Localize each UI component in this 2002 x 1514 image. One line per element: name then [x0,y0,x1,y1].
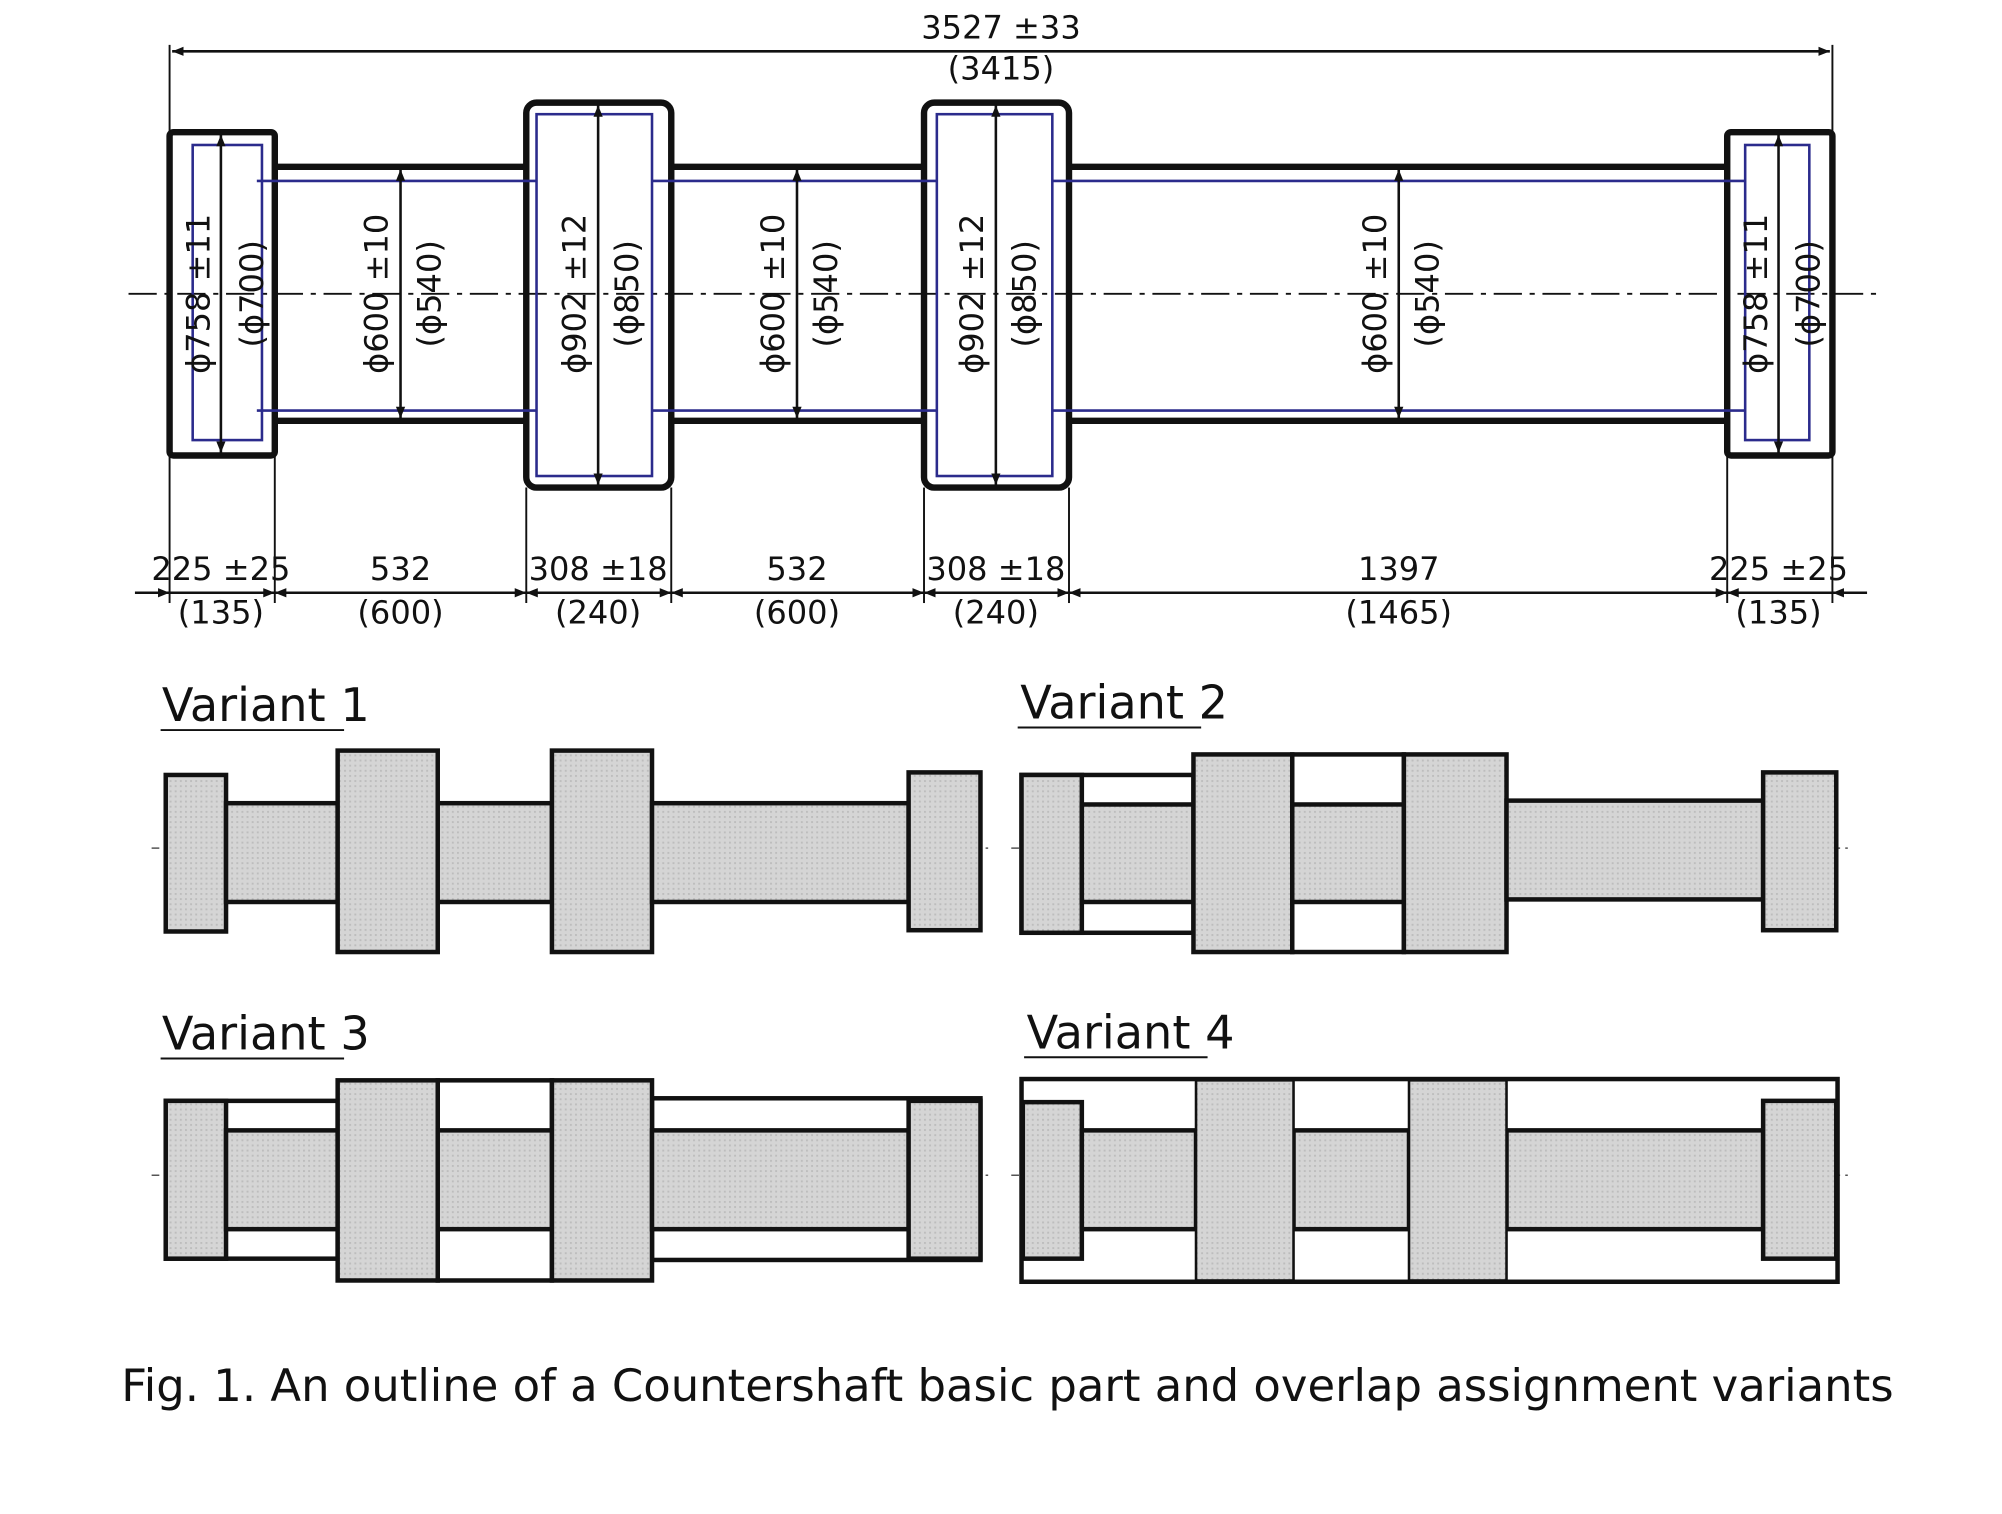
variant-label: Variant 4 [1027,1005,1235,1059]
length-label: 532 [370,550,431,588]
length-sub-label: (240) [555,594,641,632]
length-sub-label: (1465) [1345,594,1452,632]
diameter-arrows [216,105,1784,485]
variant-1: Variant 1 [151,678,989,955]
length-sub-label: (135) [1735,594,1821,632]
overall-dimension: 3527 ±33 (3415) [168,8,1834,133]
length-sub-label: (600) [357,594,443,632]
diam-label: ϕ600 ±10 [358,214,396,374]
length-label: 225 ±25 [151,550,290,588]
length-dimensions: 225 ±25 (135) 532 (600) 308 ±18 (240) 53… [134,455,1868,632]
variant-label: Variant 2 [1020,676,1228,730]
length-label: 308 ±18 [529,550,668,588]
overall-length-label: 3527 ±33 [921,8,1080,46]
variant-2: Variant 2 [1011,676,1848,955]
diam-sub-label: (ϕ540) [410,240,448,347]
diam-sub-label: (ϕ850) [608,240,646,347]
figure-caption: Fig. 1. An outline of a Countershaft bas… [121,1359,1893,1412]
length-label: 308 ±18 [926,550,1065,588]
diam-label: ϕ600 ±10 [754,214,792,374]
diam-label: ϕ902 ±12 [555,214,593,374]
diam-sub-label: (ϕ850) [1006,240,1044,347]
diameter-labels: ϕ758 ±11 (ϕ700) ϕ600 ±10 (ϕ540) ϕ902 ±12… [179,214,1827,374]
length-label: 1397 [1358,550,1440,588]
length-label: 532 [766,550,827,588]
diam-sub-label: (ϕ540) [807,240,845,347]
diam-sub-label: (ϕ540) [1409,240,1447,347]
length-sub-label: (135) [178,594,264,632]
length-sub-label: (240) [953,594,1039,632]
diam-label: ϕ758 ±11 [1737,214,1775,374]
diam-label: ϕ902 ±12 [953,214,991,374]
variant-label: Variant 3 [162,1007,370,1061]
overall-length-sub-label: (3415) [948,50,1055,88]
diam-label: ϕ758 ±11 [179,214,217,374]
diam-sub-label: (ϕ700) [233,240,271,347]
length-label: 225 ±25 [1709,550,1848,588]
outer-contour [166,99,1836,491]
shaft-drawing: ϕ758 ±11 (ϕ700) ϕ600 ±10 (ϕ540) ϕ902 ±12… [128,8,1880,632]
variant-4: Variant 4 [1011,1005,1848,1285]
diam-sub-label: (ϕ700) [1790,240,1828,347]
diam-label: ϕ600 ±10 [1356,214,1394,374]
variant-3: Variant 3 [151,1007,989,1283]
variant-label: Variant 1 [162,678,370,732]
length-sub-label: (600) [754,594,840,632]
